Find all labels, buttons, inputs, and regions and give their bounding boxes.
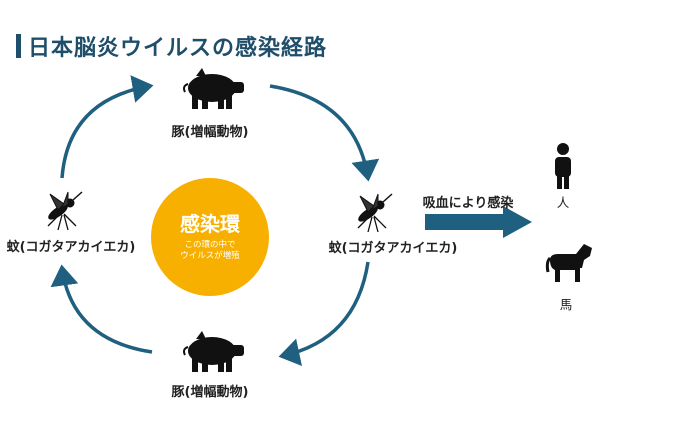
pig-icon-top (183, 68, 244, 109)
center-line-1: この環の中で (184, 240, 236, 250)
mosquito-left-label: 蚊(コガタアカイエカ) (6, 240, 136, 255)
mosquito-right-label: 蚊(コガタアカイエカ) (328, 241, 458, 256)
infection-cycle-circle: 感染環 この環の中で ウイルスが増殖 (151, 178, 269, 296)
cycle-arrow-bottom-left (50, 264, 153, 354)
human-label: 人 (556, 195, 570, 210)
page-title: 日本脳炎ウイルスの感染経路 (28, 36, 328, 61)
pig-bottom-label: 豚(増幅動物) (171, 385, 249, 400)
transmission-label: 吸血により感染 (422, 196, 514, 211)
title-accent-bar (16, 34, 21, 58)
transmission-arrow (425, 206, 532, 238)
human-icon (555, 143, 571, 189)
center-line-2: ウイルスが増殖 (180, 251, 240, 261)
pig-top-label: 豚(増幅動物) (171, 125, 249, 140)
cycle-arrow-left-top (60, 75, 154, 179)
pig-icon-bottom (183, 331, 244, 372)
center-title: 感染環 (180, 212, 240, 236)
horse-icon (545, 244, 592, 282)
cycle-arrow-top-right (269, 84, 380, 182)
horse-label: 馬 (559, 297, 573, 312)
mosquito-icon-left (47, 191, 83, 231)
mosquito-icon-right (357, 193, 393, 233)
cycle-arrow-right-bottom (278, 261, 370, 366)
